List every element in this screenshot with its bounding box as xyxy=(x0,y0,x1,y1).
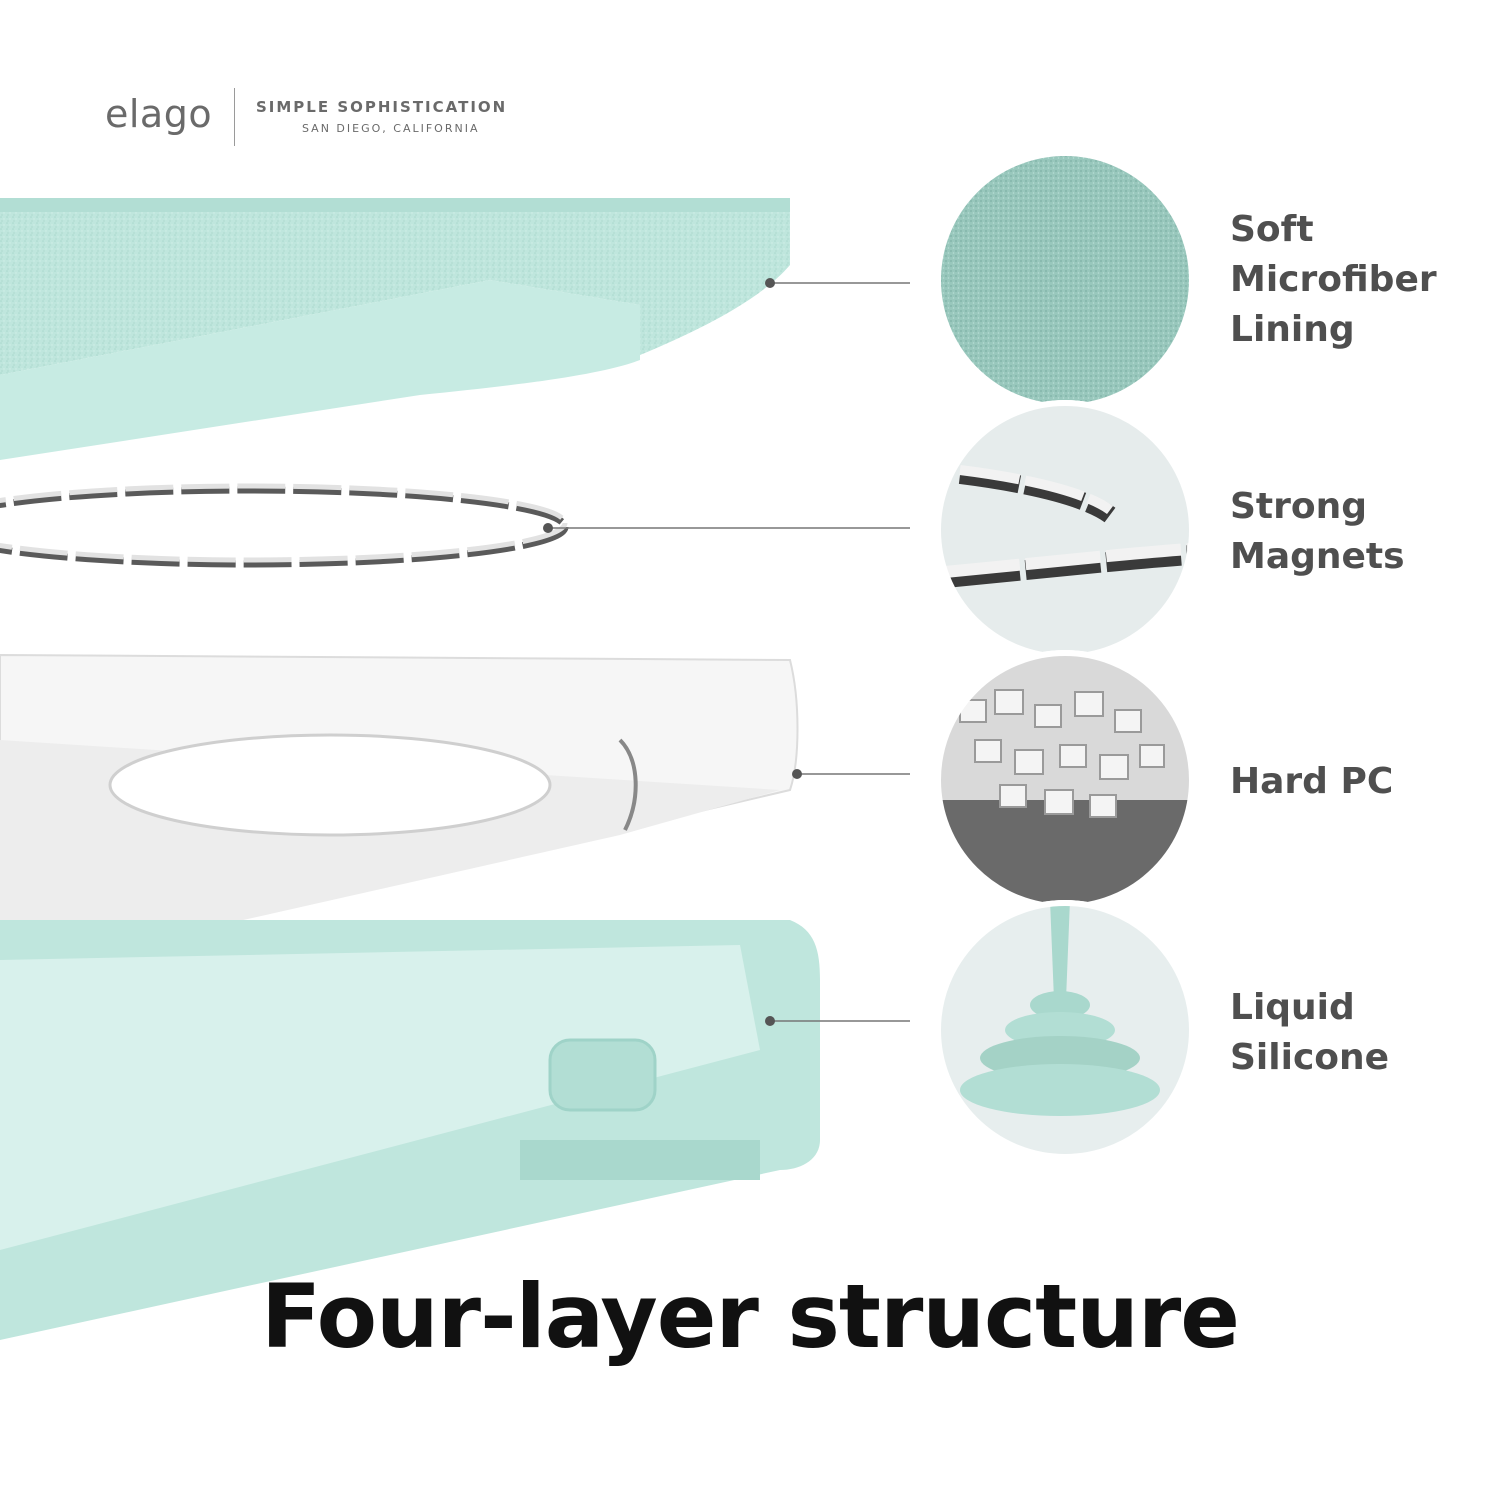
label-line: Silicone xyxy=(1230,1037,1390,1078)
label-liquid-silicone: Liquid Silicone xyxy=(1230,983,1389,1083)
brand-logo: elago xyxy=(105,92,213,136)
magnets-closeup xyxy=(935,400,1195,660)
label-line: Strong xyxy=(1230,486,1368,527)
label-line: Soft xyxy=(1230,209,1314,250)
label-magnets: Strong Magnets xyxy=(1230,482,1405,582)
connector-lines xyxy=(548,282,910,1022)
brand-location: SAN DIEGO, CALIFORNIA xyxy=(302,122,480,135)
label-line: Microfiber xyxy=(1230,259,1437,300)
label-hard-pc: Hard PC xyxy=(1230,757,1393,807)
hard-pc-layer xyxy=(0,653,799,977)
label-line: Liquid xyxy=(1230,987,1355,1028)
label-line: Lining xyxy=(1230,309,1355,350)
liquid-silicone-closeup xyxy=(935,900,1195,1160)
microfiber-closeup xyxy=(935,150,1195,410)
magnet-ring-layer xyxy=(0,483,569,568)
liquid-silicone-layer xyxy=(0,920,820,1340)
label-line: Magnets xyxy=(1230,536,1405,577)
connector-dots xyxy=(543,278,802,1026)
page-title: Four-layer structure xyxy=(261,1265,1240,1368)
header-divider xyxy=(234,88,235,146)
label-microfiber: Soft Microfiber Lining xyxy=(1230,205,1437,355)
label-line: Hard PC xyxy=(1230,761,1394,802)
brand-tagline: SIMPLE SOPHISTICATION xyxy=(256,98,508,116)
microfiber-lining-layer xyxy=(0,198,790,460)
hard-pc-closeup xyxy=(935,650,1195,910)
